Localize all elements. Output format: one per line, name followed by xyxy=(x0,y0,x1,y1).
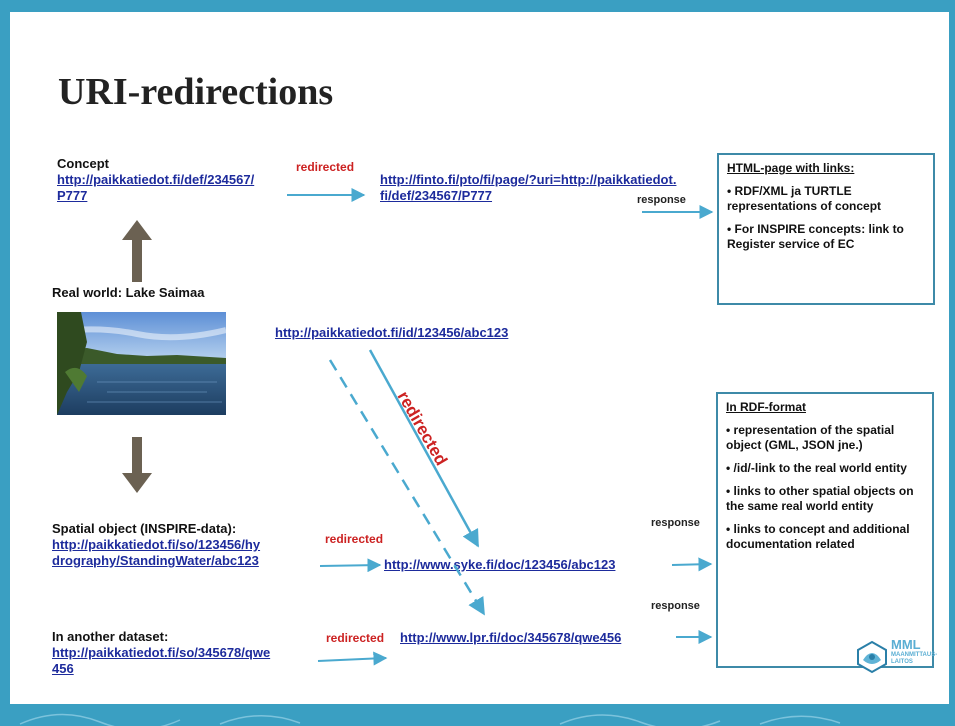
another-uri-line1: http://paikkatiedot.fi/so/345678/qwe xyxy=(52,645,271,660)
another-redirected-label: redirected xyxy=(326,631,385,645)
rdf-box-item: • links to other spatial objects on the … xyxy=(726,484,914,513)
spatial-uri-line2: drography/StandingWater/abc123 xyxy=(52,553,259,568)
rdf-format-box: In RDF-format • representation of the sp… xyxy=(716,392,934,668)
slide-frame-bottom xyxy=(0,704,955,726)
html-box-item: • RDF/XML ja TURTLE representations of c… xyxy=(727,184,882,213)
finto-uri-line1: http://finto.fi/pto/fi/page/?uri=http://… xyxy=(380,172,677,187)
spatial-uri-line1: http://paikkatiedot.fi/so/123456/hy xyxy=(52,537,261,552)
concept-response-label: response xyxy=(637,194,686,206)
syke-uri-link[interactable]: http://www.syke.fi/doc/123456/abc123 xyxy=(384,557,616,572)
spatial-object-label: Spatial object (INSPIRE-data): xyxy=(52,521,237,536)
frame-decoration xyxy=(19,713,841,726)
html-page-box: HTML-page with links: • RDF/XML ja TURTL… xyxy=(717,153,935,305)
spatial-uri-link[interactable]: http://paikkatiedot.fi/so/123456/hy drog… xyxy=(52,537,260,569)
finto-uri-line2: fi/def/234567/P777 xyxy=(380,188,493,203)
another-response-label: response xyxy=(651,600,700,612)
arrow-spatial-to-syke xyxy=(319,558,382,573)
arrow-syke-to-rdf-box xyxy=(671,557,713,572)
another-dataset-label: In another dataset: xyxy=(52,629,169,644)
html-box-item: • For INSPIRE concepts: link to Register… xyxy=(727,222,904,251)
rdf-box-heading: In RDF-format xyxy=(726,400,806,414)
another-uri-link[interactable]: http://paikkatiedot.fi/so/345678/qwe 456 xyxy=(52,645,270,677)
concept-label: Concept xyxy=(57,156,109,171)
mml-logo-text: MML xyxy=(891,637,921,652)
mml-logo-subtext: LAITOS xyxy=(891,659,913,665)
lpr-uri-link[interactable]: http://www.lpr.fi/doc/345678/qwe456 xyxy=(400,630,622,645)
lake-saimaa-photo xyxy=(57,312,226,415)
concept-uri-line1: http://paikkatiedot.fi/def/234567/ xyxy=(57,172,255,187)
id-uri-link[interactable]: http://paikkatiedot.fi/id/123456/abc123 xyxy=(275,325,509,340)
rdf-box-item: • representation of the spatial object (… xyxy=(726,423,895,452)
html-box-heading: HTML-page with links: xyxy=(727,161,855,175)
concept-uri-link[interactable]: http://paikkatiedot.fi/def/234567/ P777 xyxy=(57,172,254,204)
concept-redirected-label: redirected xyxy=(296,160,355,174)
spatial-response-label: response xyxy=(651,517,700,529)
mml-logo: MML MAANMITTAUS- LAITOS xyxy=(855,636,938,678)
arrow-another-to-lpr xyxy=(317,651,388,666)
slide-frame-right xyxy=(949,0,955,726)
another-uri-line2: 456 xyxy=(52,661,74,676)
rdf-box-item: • links to concept and additional docume… xyxy=(726,522,910,551)
down-arrow-icon xyxy=(122,437,152,493)
up-arrow-icon xyxy=(122,220,152,282)
diagonal-redirected-label: redirected xyxy=(393,388,452,469)
rdf-box-item: • /id/-link to the real world entity xyxy=(726,461,907,475)
spatial-redirected-label: redirected xyxy=(325,532,384,546)
concept-uri-line2: P777 xyxy=(57,188,88,203)
slide-frame-left xyxy=(0,0,10,726)
slide-title: URI-redirections xyxy=(58,71,334,113)
mml-logo-icon xyxy=(857,640,887,674)
finto-uri-link[interactable]: http://finto.fi/pto/fi/page/?uri=http://… xyxy=(380,172,676,204)
real-world-label: Real world: Lake Saimaa xyxy=(52,285,205,300)
mml-logo-subtext: MAANMITTAUS- xyxy=(891,652,938,658)
slide-frame-top xyxy=(0,0,955,12)
